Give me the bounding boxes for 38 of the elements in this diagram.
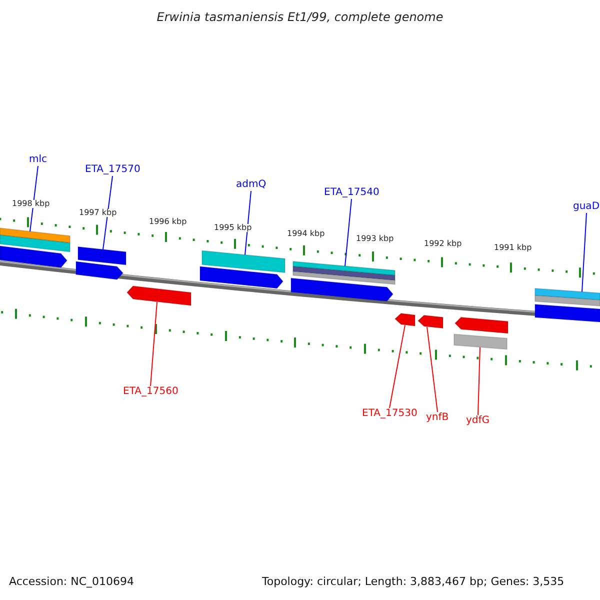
scale-label: 1995 kbp	[214, 224, 252, 232]
chart-title: Erwinia tasmaniensis Et1/99, complete genome	[156, 11, 444, 23]
gene-label: ydfG	[466, 416, 490, 426]
scale-label: 1997 kbp	[79, 209, 117, 217]
leader-line	[426, 326, 438, 412]
gene-label: ETA_17540	[324, 188, 380, 198]
leader-line	[582, 212, 587, 292]
gene-label: mlc	[29, 155, 48, 165]
leader-line	[244, 190, 252, 256]
leader-line	[344, 198, 352, 267]
scale-label: 1992 kbp	[424, 240, 462, 248]
scale-label: 1991 kbp	[494, 244, 532, 252]
gene-feature	[394, 312, 416, 327]
leader-line	[150, 302, 158, 386]
leader-line	[30, 166, 38, 232]
gene-label: guaD	[573, 202, 600, 212]
scale-label: 1994 kbp	[287, 230, 325, 238]
gene-feature	[76, 246, 126, 280]
gene-feature	[534, 288, 600, 322]
gene-feature	[417, 314, 444, 329]
scale-label: 1996 kbp	[149, 218, 187, 226]
gene-feature	[454, 316, 508, 350]
leader-line	[389, 324, 406, 408]
gene-feature	[0, 227, 70, 268]
leader-line	[478, 346, 480, 416]
footer-text: Topology: circular; Length: 3,883,467 bp; Genes: 3,535	[262, 576, 564, 587]
gene-label: ETA_17560	[123, 387, 178, 397]
gene-label: ynfB	[426, 413, 449, 423]
scale-label: 1993 kbp	[356, 235, 394, 243]
gene-feature	[200, 250, 286, 289]
gene-label: ETA_17530	[362, 409, 418, 419]
scale-label: 1998 kbp	[12, 200, 50, 208]
leader-line	[102, 176, 113, 250]
gene-feature	[126, 285, 192, 306]
gene-feature	[290, 260, 396, 302]
gene-label: admQ	[236, 180, 266, 190]
footer-text: Accession: NC_010694	[9, 576, 134, 587]
gene-label: ETA_17570	[85, 165, 140, 175]
